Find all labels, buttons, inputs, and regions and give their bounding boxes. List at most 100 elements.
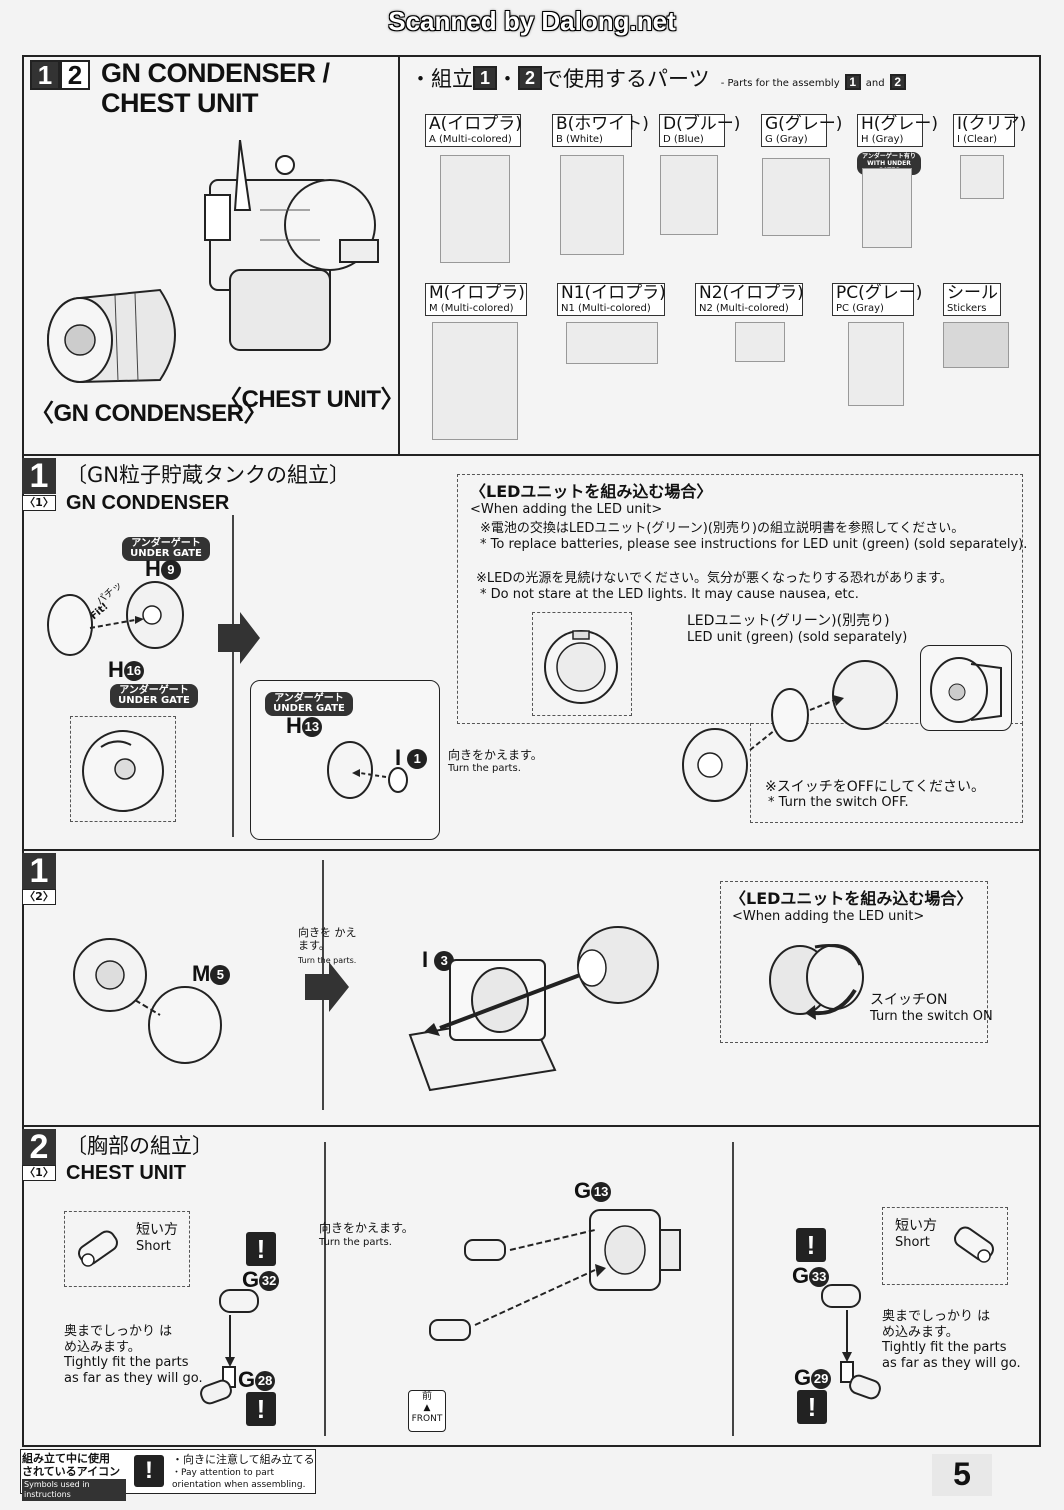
step1-sub1-title: GN CONDENSER bbox=[66, 492, 230, 514]
tight-fit-left-jp: 奥までしっかり はめ込みます。 bbox=[64, 1324, 173, 1355]
step1-2-turn-jp: 向きを かえます。 bbox=[298, 926, 357, 952]
runner-n1-label: N1(イロプラ)N1 (Multi-colored) bbox=[557, 283, 666, 316]
led-unit-illustration bbox=[544, 630, 618, 704]
footer-icons-jp: 組み立て中に使用 されているアイコン bbox=[22, 1452, 121, 1478]
led-unit-jp: LEDユニット(グリーン)(別売り) bbox=[687, 613, 890, 629]
runner-d-label: D(ブルー)D (Blue) bbox=[659, 114, 740, 147]
parts-heading-en-num2: 2 bbox=[889, 74, 906, 90]
short-side-illustration-right bbox=[954, 1226, 994, 1263]
led-option-title-2: 〈LEDユニットを組み込む場合〉 bbox=[730, 889, 973, 908]
h16-detail-illustration bbox=[82, 730, 164, 812]
gn-condenser-illustration bbox=[47, 288, 176, 383]
step2-number: 2 bbox=[22, 1129, 56, 1165]
led-note2-en: * Do not stare at the LED lights. It may… bbox=[480, 587, 859, 602]
led-unit-detail-box bbox=[532, 612, 632, 716]
step1-title: 〔GN粒子貯蔵タンクの組立〕 bbox=[66, 463, 350, 487]
step1-2-bottom-rule bbox=[22, 1125, 1041, 1127]
runner-pc-label: PC(グレー)PC (Gray) bbox=[832, 283, 922, 316]
parts-heading-mid: ・ bbox=[497, 67, 518, 91]
step2-title: 〔胸部の組立〕 bbox=[66, 1134, 213, 1158]
runner-m-sprue bbox=[432, 322, 518, 440]
short-side-illustration-left bbox=[78, 1230, 118, 1267]
short-label-left-en: Short bbox=[136, 1239, 171, 1254]
parts-heading-jp: で使用するパーツ bbox=[542, 67, 710, 91]
runner-g-sprue bbox=[762, 158, 830, 236]
runner-b-label: B(ホワイト)B (White) bbox=[552, 114, 649, 147]
step1-sub1: 〈1〉 bbox=[22, 495, 56, 511]
tight-fit-right-en: Tightly fit the parts as far as they wil… bbox=[882, 1340, 1021, 1371]
step1-h9-assembly-illustration bbox=[47, 581, 184, 656]
part-i1-label: I 1 bbox=[395, 746, 428, 770]
footer-warn-en: ・Pay attention to part orientation when … bbox=[172, 1468, 306, 1490]
short-label-left-jp: 短い方 bbox=[136, 1222, 178, 1238]
g32-g28-assembly-illustration bbox=[200, 1289, 259, 1405]
short-side-box-right bbox=[882, 1207, 1008, 1285]
m5-assembly-illustration bbox=[73, 938, 222, 1064]
header-step-2: 2 bbox=[60, 60, 90, 90]
led-assembly-illustration bbox=[682, 660, 898, 802]
short-side-box-left bbox=[64, 1211, 190, 1287]
led-note2-jp: ※LEDの光源を見続けないでください。気分が悪くなったりする恐れがあります。 bbox=[476, 571, 953, 586]
runner-h-label: H(グレー)H (Gray) bbox=[857, 114, 938, 147]
switch-on-jp: スイッチON bbox=[870, 992, 948, 1008]
front-indicator-arrow: ▲ bbox=[423, 1403, 431, 1413]
led-option-box-1-lower bbox=[750, 723, 1023, 823]
h16-detail-box bbox=[70, 716, 176, 822]
footer-warn-jp: ・向きに注意して組み立てる bbox=[172, 1453, 315, 1466]
step2-left-divider bbox=[324, 1142, 326, 1436]
runner-g-label: G(グレー)G (Gray) bbox=[761, 114, 842, 147]
led-unit-en: LED unit (green) (sold separately) bbox=[687, 630, 908, 645]
switch-off-en: * Turn the switch OFF. bbox=[768, 795, 909, 810]
step2-turn-jp: 向きをかえます。 bbox=[319, 1221, 414, 1235]
led-note1-en: * To replace batteries, please see instr… bbox=[480, 537, 1028, 552]
led-option-sub-2: <When adding the LED unit> bbox=[732, 909, 925, 924]
runner-i-sprue bbox=[960, 155, 1004, 199]
step2-turn-en: Turn the parts. bbox=[319, 1237, 392, 1248]
step1-2-number: 1 bbox=[22, 853, 56, 889]
led-option-box-1 bbox=[457, 474, 1023, 724]
page-number: 5 bbox=[932, 1454, 992, 1496]
switch-off-jp: ※スイッチをOFFにしてください。 bbox=[765, 779, 986, 795]
parts-heading-en: - Parts for the assembly bbox=[720, 78, 840, 89]
header-title-line2: CHEST UNIT bbox=[101, 88, 259, 118]
step1-divider bbox=[232, 515, 234, 837]
switch-on-illustration bbox=[769, 944, 864, 1020]
parts-heading-prefix: ・組立 bbox=[410, 67, 473, 91]
header-step-1: 1 bbox=[30, 60, 60, 90]
led-option-title-1: 〈LEDユニットを組み込む場合〉 bbox=[470, 482, 713, 501]
runner-n2-sprue bbox=[735, 322, 785, 362]
step2-right-divider bbox=[732, 1142, 734, 1436]
led-note1-jp: ※電池の交換はLEDユニット(グリーン)(別売り)の組立説明書を参照してください… bbox=[480, 521, 965, 536]
runner-pc-sprue bbox=[848, 322, 904, 406]
gn-condenser-caption: 〈GN CONDENSER〉 bbox=[30, 400, 268, 427]
step2-sub1: 〈1〉 bbox=[22, 1165, 56, 1181]
front-indicator: 前 ▲ FRONT bbox=[408, 1390, 446, 1432]
led-switch-detail-box bbox=[920, 645, 1012, 731]
parts-heading-en-and: and bbox=[865, 78, 885, 89]
chest-unit-illustration bbox=[204, 140, 379, 351]
step1-flow-arrow bbox=[218, 612, 260, 664]
runner-n1-sprue bbox=[566, 322, 658, 364]
parts-heading-num1: 1 bbox=[473, 66, 497, 90]
led-option-box-2 bbox=[720, 881, 988, 1043]
runner-b-sprue bbox=[560, 155, 624, 255]
tight-fit-left-en: Tightly fit the parts as far as they wil… bbox=[64, 1355, 203, 1386]
step1-sub2: 〈2〉 bbox=[22, 889, 56, 905]
step1-number: 1 bbox=[22, 458, 56, 494]
runner-stickers-sheet bbox=[943, 322, 1009, 368]
header-divider bbox=[398, 55, 400, 455]
parts-heading-en-num1: 1 bbox=[844, 74, 861, 90]
footer-icons-en: Symbols used in instructions bbox=[22, 1479, 126, 1501]
